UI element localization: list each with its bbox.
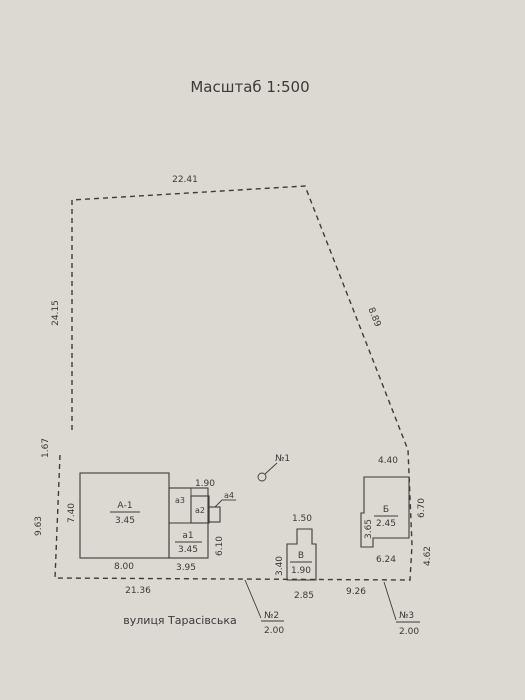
- annex-a4: [208, 506, 221, 523]
- boundary-right-lower-label: 4.62: [423, 546, 433, 566]
- point-2-number: №2: [264, 611, 279, 621]
- annex-a1-width: 3.95: [176, 563, 196, 573]
- boundary-left-lower-label: 9.63: [34, 516, 44, 536]
- building-a1-width: 8.00: [114, 562, 134, 572]
- building-a1-depth: 7.40: [67, 503, 77, 523]
- building-v-top: 1.50: [292, 514, 312, 524]
- annex-a3-label: а3: [175, 496, 185, 505]
- building-v-label: В: [298, 551, 304, 561]
- annex-a1-height: 3.45: [178, 545, 198, 555]
- point-3-number: №3: [399, 611, 414, 621]
- building-a1-label: А-1: [117, 501, 132, 511]
- boundary-bottom-right-label: 9.26: [346, 587, 366, 597]
- building-v-height: 1.90: [291, 566, 311, 576]
- point-3-leader: [383, 581, 397, 621]
- point-1-marker: [257, 472, 267, 482]
- point-2-value: 2.00: [264, 626, 284, 636]
- annex-a4-label: а4: [224, 491, 234, 500]
- point-2-leader: [244, 579, 262, 619]
- building-b-label: Б: [383, 505, 389, 515]
- building-a1-height: 3.45: [115, 516, 135, 526]
- boundary-bottom-mid-label: 2.85: [294, 591, 314, 601]
- plot-boundary: [54, 185, 413, 581]
- building-b-bottom: 6.24: [376, 555, 396, 565]
- street-label: вулиця Тарасівська: [123, 614, 236, 627]
- boundary-left-upper-label: 24.15: [51, 300, 61, 326]
- point-1-leader: [264, 462, 278, 475]
- annex-a1-depth: 6.10: [215, 536, 225, 556]
- building-v-side: 3.40: [275, 556, 285, 576]
- annex-a4-leader: [214, 499, 223, 508]
- building-b-right: 6.70: [417, 498, 427, 518]
- boundary-left-mid-label: 1.67: [41, 438, 51, 458]
- building-b-height: 2.45: [376, 519, 396, 529]
- annex-a1-label: а1: [182, 531, 193, 541]
- building-v: [286, 528, 317, 581]
- annex-top-dimension: 1.90: [195, 479, 215, 489]
- building-b: [360, 476, 410, 548]
- annex-a2-label: а2: [195, 506, 205, 515]
- building-b-left: 3.65: [364, 519, 374, 539]
- boundary-top-label: 22.41: [172, 175, 198, 185]
- scale-title: Масштаб 1:500: [190, 78, 309, 96]
- point-1-label: №1: [275, 454, 290, 464]
- building-b-top: 4.40: [378, 456, 398, 466]
- boundary-bottom-left-label: 21.36: [125, 586, 151, 596]
- point-3-value: 2.00: [399, 627, 419, 637]
- boundary-right-diag-label: 8.89: [365, 306, 382, 329]
